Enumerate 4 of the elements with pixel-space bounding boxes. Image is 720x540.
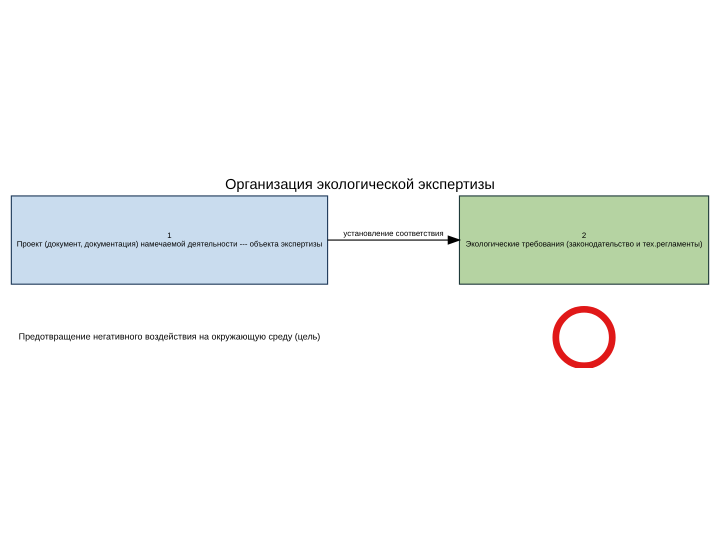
label: Предотвращение негативного воздействия на окружающую среду (цель) xyxy=(18,331,320,342)
arrow xyxy=(328,234,462,244)
diagram-title: Организация экологической экспертизы xyxy=(225,176,495,193)
node-circle xyxy=(552,305,616,368)
